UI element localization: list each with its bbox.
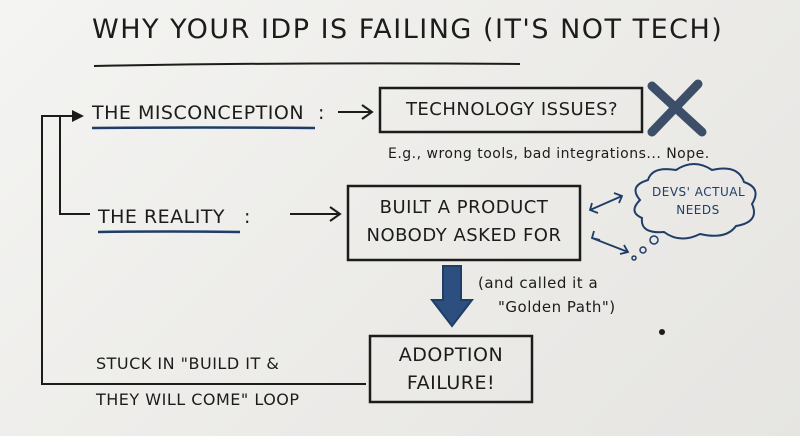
thought-bubble-2 [639, 246, 647, 254]
golden-path-line-2: "Golden Path") [498, 298, 616, 316]
reality-underline [97, 230, 241, 234]
loop-line-1: STUCK IN "BUILD IT & [96, 354, 280, 373]
misconception-note: E.g., wrong tools, bad integrations... N… [388, 146, 710, 162]
down-arrow [429, 265, 475, 328]
cross-out-x-icon [647, 79, 707, 137]
built-product-box [346, 184, 582, 262]
failure-line-2: FAILURE! [406, 372, 496, 394]
misconception-arrow [338, 104, 374, 120]
technology-issues-text: TECHNOLOGY ISSUES? [405, 99, 619, 120]
adoption-failure-box [368, 334, 534, 404]
reality-branch-line [59, 116, 90, 215]
loop-line-2: THEY WILL COME" LOOP [96, 390, 300, 409]
cloud-line-2: NEEDS [676, 203, 720, 217]
product-line-1: BUILT A PRODUCT [379, 197, 549, 218]
technology-issues-box [378, 86, 644, 134]
cloud-arrow-top [588, 192, 624, 214]
thought-bubble-1 [649, 235, 659, 245]
cloud-arrow-bottom [590, 230, 630, 255]
page-title: WHY YOUR IDP IS FAILING (IT'S NOT TECH) [92, 14, 724, 45]
loop-arrowhead [72, 110, 84, 122]
golden-path-line-1: (and called it a [478, 274, 599, 292]
cloud-line-1: DEVS' ACTUAL [652, 185, 746, 199]
misconception-label: THE MISCONCEPTION [92, 102, 305, 124]
failure-line-1: ADOPTION [398, 344, 504, 366]
reality-colon: : [244, 206, 251, 228]
misconception-colon: : [318, 102, 325, 124]
misconception-underline [91, 126, 316, 130]
reality-arrow [290, 206, 342, 222]
loop-line [41, 115, 366, 385]
product-line-2: NOBODY ASKED FOR [366, 225, 562, 246]
devs-needs-cloud [633, 163, 757, 240]
marker-dot [659, 329, 665, 335]
title-underline [93, 62, 521, 67]
reality-label: THE REALITY [98, 206, 226, 228]
thought-bubble-3 [631, 255, 637, 261]
